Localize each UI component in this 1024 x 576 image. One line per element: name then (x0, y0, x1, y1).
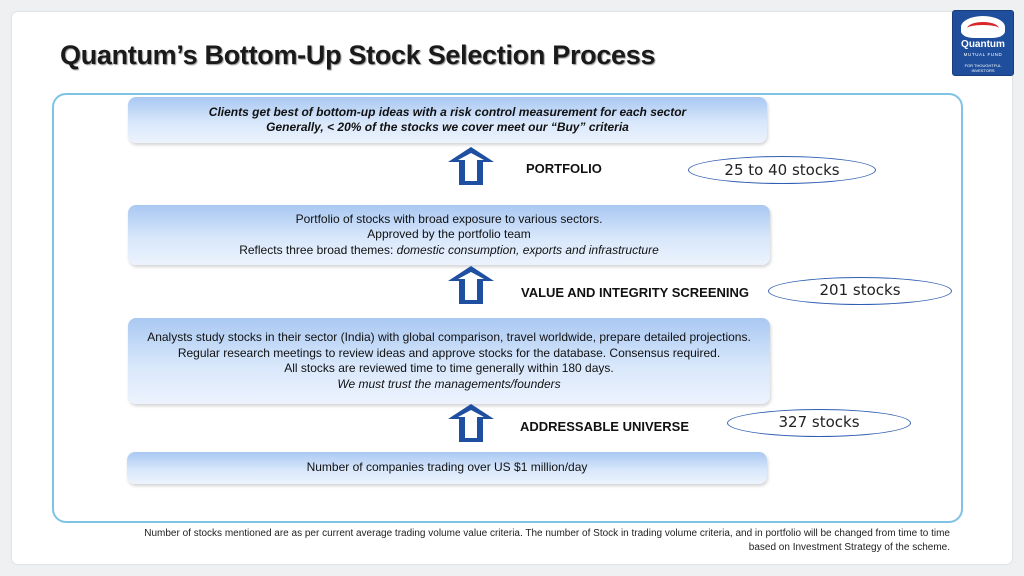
stock-count-portfolio: 25 to 40 stocks (688, 156, 876, 184)
logo-subtitle: MUTUAL FUND (963, 52, 1003, 57)
stock-count-screening: 201 stocks (768, 277, 952, 305)
analyst-line-3: We must trust the managements/founders (337, 376, 561, 391)
bird-logo-icon (961, 16, 1005, 38)
stock-count-universe: 327 stocks (727, 409, 911, 437)
up-arrow-icon (448, 404, 494, 442)
portfolio-line-2: Approved by the portfolio team (367, 227, 531, 242)
client-benefit-box: Clients get best of bottom-up ideas with… (128, 97, 767, 143)
up-arrow-icon (448, 266, 494, 304)
quantum-logo: Quantum MUTUAL FUND FOR THOUGHTFUL INVES… (952, 10, 1014, 76)
logo-name: Quantum (961, 39, 1005, 50)
footnote: Number of stocks mentioned are as per cu… (50, 527, 950, 555)
analyst-line-2: All stocks are reviewed time to time gen… (284, 361, 614, 375)
stage-label-portfolio: PORTFOLIO (526, 161, 602, 176)
portfolio-line-3-prefix: Reflects three broad themes: (239, 242, 397, 257)
portfolio-line-3-themes: domestic consumption, exports and infras… (396, 242, 659, 257)
portfolio-description-box: Portfolio of stocks with broad exposure … (128, 205, 770, 265)
portfolio-line-1: Portfolio of stocks with broad exposure … (295, 211, 603, 226)
analyst-line-1: Analysts study stocks in their sector (I… (147, 330, 751, 360)
client-benefit-line-2: Generally, < 20% of the stocks we cover … (266, 120, 629, 134)
logo-tagline: FOR THOUGHTFUL INVESTORS (964, 63, 1002, 73)
universe-criteria-box: Number of companies trading over US $1 m… (127, 452, 767, 484)
universe-line-1: Number of companies trading over US $1 m… (306, 460, 588, 475)
stage-label-screening: VALUE AND INTEGRITY SCREENING (521, 285, 750, 300)
footnote-line-2: based on Investment Strategy of the sche… (748, 542, 950, 553)
up-arrow-icon (448, 147, 494, 185)
client-benefit-line-1: Clients get best of bottom-up ideas with… (208, 104, 687, 119)
stage-label-universe: ADDRESSABLE UNIVERSE (520, 419, 690, 434)
analyst-research-box: Analysts study stocks in their sector (I… (128, 318, 770, 404)
page-title: Quantum’s Bottom-Up Stock Selection Proc… (60, 40, 656, 70)
footnote-line-1: Number of stocks mentioned are as per cu… (144, 528, 950, 539)
portfolio-line-3: Reflects three broad themes: domestic co… (239, 243, 659, 259)
